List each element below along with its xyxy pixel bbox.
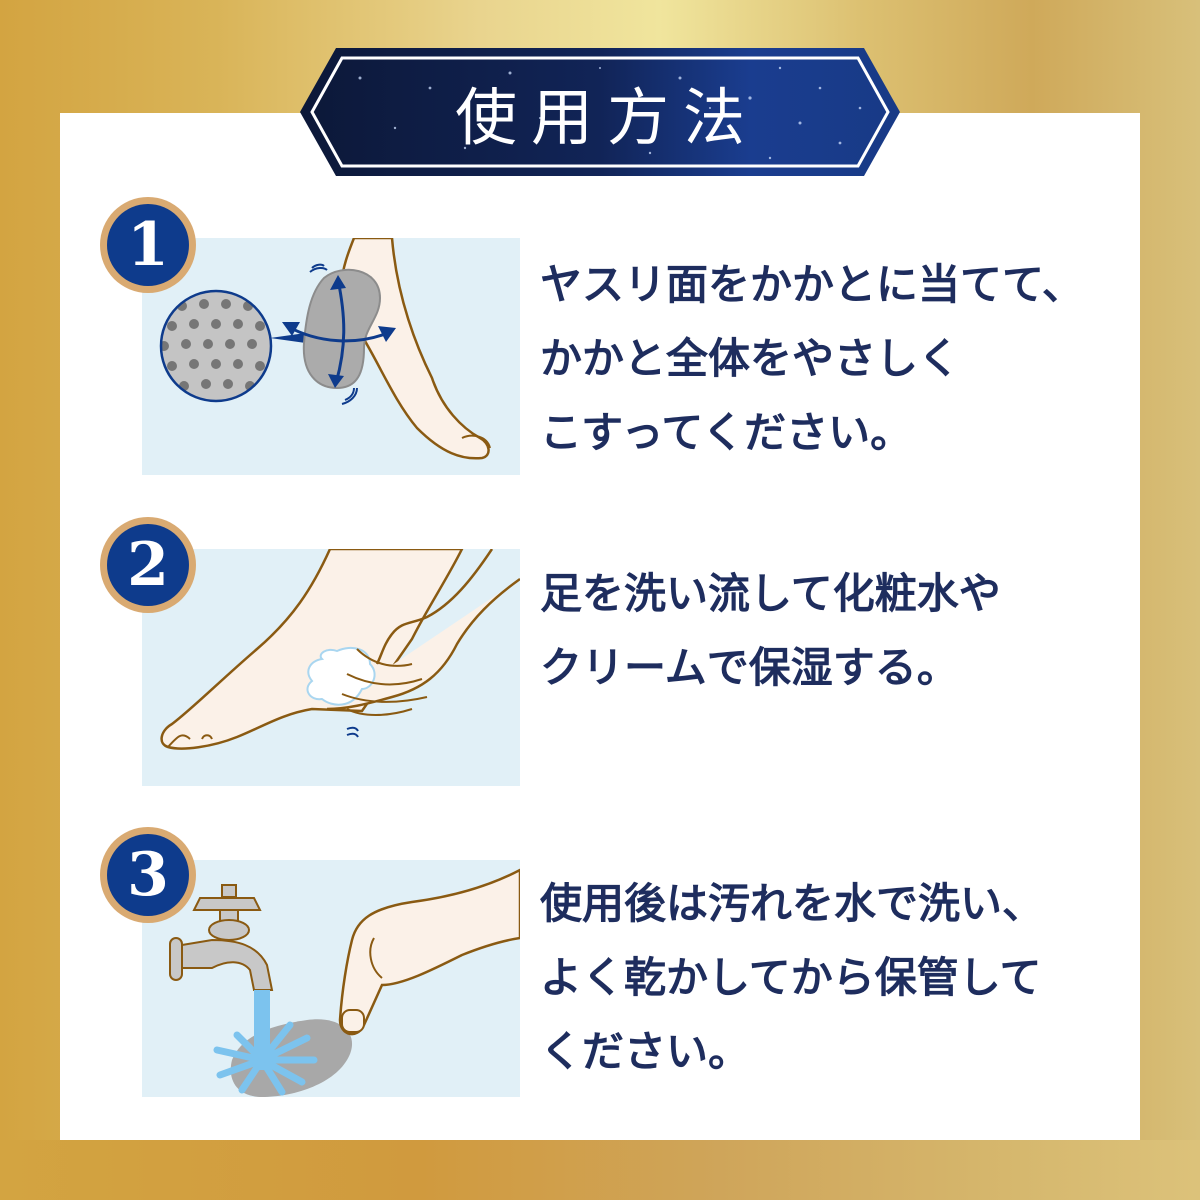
step-3-illustration [142, 860, 520, 1097]
step-3-number: 3 [107, 834, 189, 916]
step-1-illustration [142, 238, 520, 475]
file-rubbing-heel-icon [159, 238, 491, 460]
step-2-line-2: クリームで保湿する。 [540, 643, 959, 692]
title-banner: 使用方法 [300, 48, 900, 176]
step-1-line-1: ヤスリ面をかかとに当てて、 [540, 260, 1084, 309]
step-1-number-badge: 1 [100, 197, 196, 293]
rinsing-file-under-faucet-icon [169, 868, 520, 1097]
step-1-text: ヤスリ面をかかとに当てて、 かかと全体をやさしく こすってください。 [540, 248, 1130, 470]
step-1-line-2: かかと全体をやさしく [540, 334, 961, 383]
banner-hexagon-shape [300, 48, 900, 176]
step-2-illustration [142, 549, 520, 786]
step-3-number-badge: 3 [100, 827, 196, 923]
step-3-text: 使用後は汚れを水で洗い、 よく乾かしてから保管して ください。 [540, 867, 1130, 1089]
step-2-text: 足を洗い流して化粧水や クリームで保湿する。 [540, 557, 1130, 705]
step-3-line-2: よく乾かしてから保管して [540, 953, 1042, 1002]
step-1-number: 1 [107, 204, 189, 286]
step-2-number: 2 [107, 524, 189, 606]
step-3-line-3: ください。 [540, 1027, 751, 1076]
step-2-number-badge: 2 [100, 517, 196, 613]
step-1-line-3: こすってください。 [540, 408, 913, 457]
gold-frame-bottom [0, 1140, 1200, 1200]
washing-foot-icon [160, 549, 520, 750]
step-3-line-1: 使用後は汚れを水で洗い、 [540, 879, 1045, 928]
step-2-line-1: 足を洗い流して化粧水や [540, 569, 1001, 618]
page-title: 使用方法 [454, 81, 759, 154]
